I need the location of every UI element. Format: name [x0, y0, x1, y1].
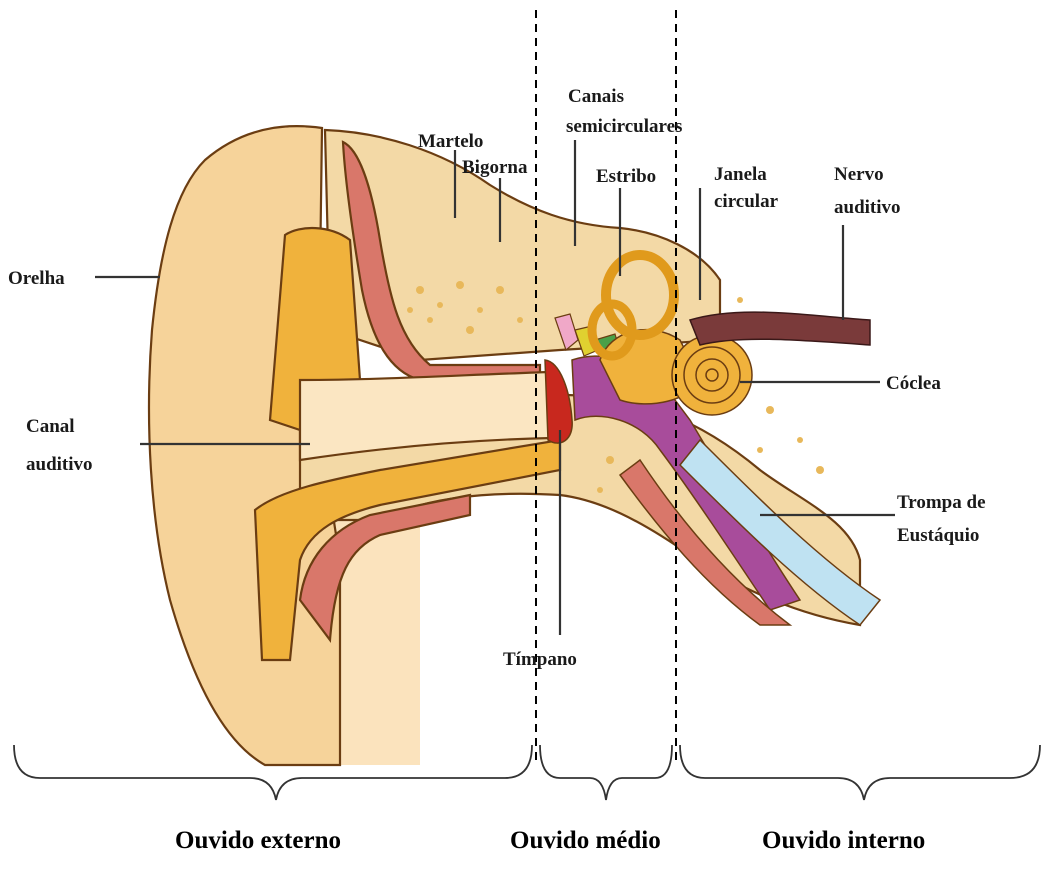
label-bigorna: Bigorna	[462, 157, 528, 178]
label-canais-line2: semicirculares	[566, 116, 682, 137]
label-estribo: Estribo	[596, 166, 656, 187]
label-canal-line1: Canal	[26, 416, 75, 437]
label-janela-line1: Janela	[714, 164, 767, 185]
label-orelha: Orelha	[8, 268, 65, 289]
section-medio: Ouvido médio	[510, 827, 661, 854]
label-coclea: Cóclea	[886, 373, 941, 394]
label-janela-line2: circular	[714, 191, 779, 212]
brace-medio	[540, 745, 672, 800]
label-nervo-line1: Nervo	[834, 164, 884, 185]
label-martelo: Martelo	[418, 131, 483, 152]
label-trompa-line1: Trompa de	[897, 492, 986, 513]
label-nervo-line2: auditivo	[834, 197, 901, 218]
section-braces	[14, 745, 1040, 800]
cochlea	[672, 335, 752, 415]
brace-interno	[680, 745, 1040, 800]
label-trompa-line2: Eustáquio	[897, 525, 979, 546]
section-interno: Ouvido interno	[762, 827, 925, 854]
tympanic-membrane	[545, 360, 572, 443]
section-externo: Ouvido externo	[175, 827, 341, 854]
label-canal-line2: auditivo	[26, 454, 93, 475]
section-titles: Ouvido externo Ouvido médio Ouvido inter…	[175, 827, 925, 854]
label-timpano: Tímpano	[503, 649, 577, 670]
label-canais-line1: Canais	[568, 86, 624, 107]
